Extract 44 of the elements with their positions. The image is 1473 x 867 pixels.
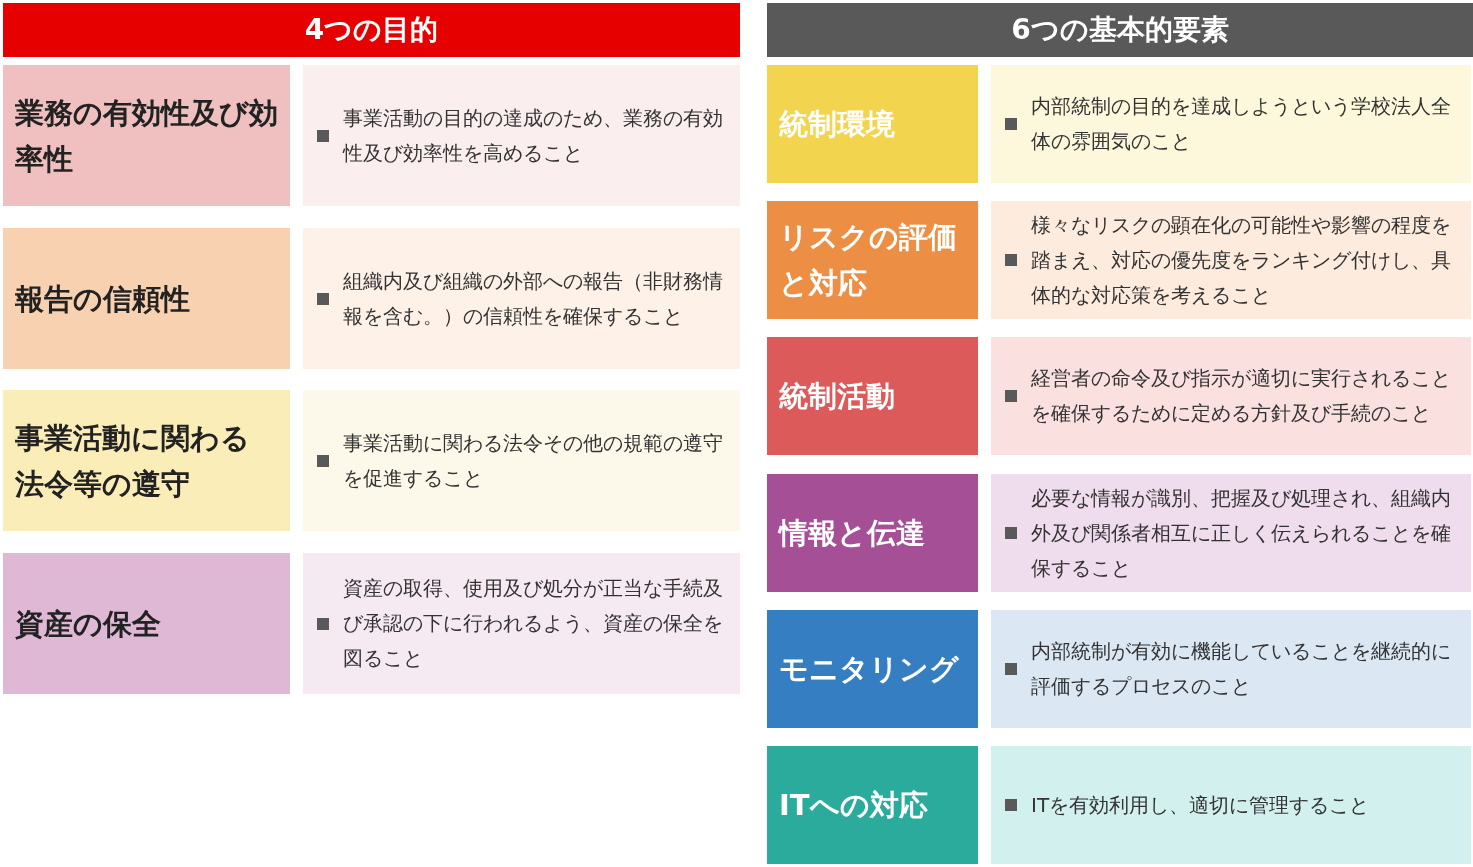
description-panel	[303, 553, 740, 694]
category-panel	[767, 337, 978, 455]
category-panel	[3, 228, 290, 369]
category-panel	[3, 65, 290, 206]
header-band	[3, 3, 740, 57]
description-text: ITを有効利用し、適切に管理すること	[1031, 791, 1370, 819]
category-panel	[767, 201, 978, 319]
category-title: 統制活動	[779, 378, 895, 415]
header-text: 6つの基本的要素	[1011, 12, 1229, 48]
category-panel	[767, 474, 978, 592]
description-text: 必要な情報が識別、把握及び処理され、組織内外及び関係者相互に正しく伝えられることを確保すること	[1031, 484, 1452, 582]
description-text: 事業活動に関わる法令その他の規範の遵守を促進すること	[343, 429, 724, 492]
header-band	[767, 3, 1473, 57]
description-text: 組織内及び組織の外部への報告（非財務情報を含む。）の信頼性を確保すること	[343, 267, 724, 330]
description-panel	[991, 337, 1471, 455]
description-text: 内部統制の目的を達成しようという学校法人全体の雰囲気のこと	[1031, 93, 1452, 155]
category-title: リスクの評価と対応	[779, 219, 958, 302]
description-text: 内部統制が有効に機能していることを継続的に評価するプロセスのこと	[1031, 638, 1452, 700]
header-text: 4つの目的	[304, 12, 439, 48]
category-panel	[3, 553, 290, 694]
category-title: 報告の信頼性	[15, 280, 190, 318]
category-title: モニタリング	[779, 651, 959, 688]
description-panel	[991, 610, 1471, 728]
description-text: 事業活動の目的の達成のため、業務の有効性及び効率性を高めること	[343, 104, 724, 167]
category-title: 業務の有効性及び効率性	[15, 94, 278, 178]
category-panel	[767, 65, 978, 183]
description-panel	[303, 65, 740, 206]
description-text: 様々なリスクの顕在化の可能性や影響の程度を踏まえ、対応の優先度をランキング付けし、具体的な対応策を考えること	[1031, 211, 1452, 309]
category-title: ITへの対応	[779, 787, 928, 824]
category-title: 資産の保全	[15, 605, 161, 643]
description-text: 資産の取得、使用及び処分が正当な手続及び承認の下に行われるよう、資産の保全を図ること	[343, 575, 724, 672]
description-panel	[991, 474, 1471, 592]
description-panel	[991, 201, 1471, 319]
category-title: 事業活動に関わる法令等の遵守	[15, 419, 251, 503]
category-panel	[3, 390, 290, 531]
description-panel	[303, 228, 740, 369]
category-title: 情報と伝達	[779, 515, 925, 552]
description-panel	[991, 746, 1471, 864]
category-panel	[767, 610, 978, 728]
description-panel	[303, 390, 740, 531]
description-text: 経営者の命令及び指示が適切に実行されることを確保するために定める方針及び手続のこと	[1031, 365, 1452, 427]
description-panel	[991, 65, 1471, 183]
category-panel	[767, 746, 978, 864]
category-title: 統制環境	[779, 106, 895, 143]
